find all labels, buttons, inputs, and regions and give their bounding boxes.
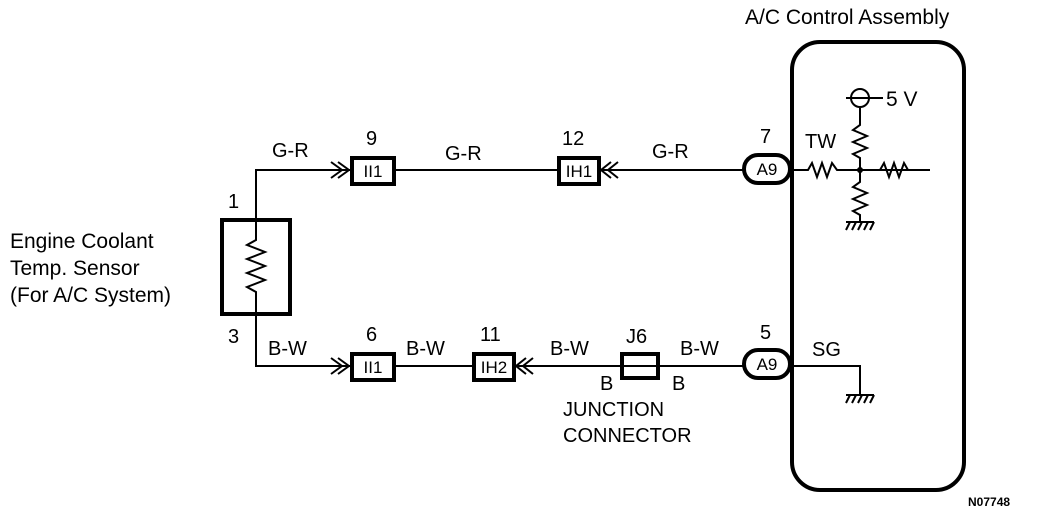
- tw-label: TW: [805, 131, 836, 153]
- supply-label: 5 V: [886, 88, 918, 111]
- junction-label-line1: JUNCTION: [563, 399, 664, 421]
- sg-label: SG: [812, 339, 841, 361]
- bottom-connector-1-pin: 6: [366, 324, 377, 346]
- bottom-wire-4-label: B-W: [680, 338, 719, 360]
- junction-right-terminal: B: [672, 373, 685, 395]
- top-wire-3-label: G-R: [652, 141, 689, 163]
- bottom-connector-3-label: A9: [757, 355, 778, 374]
- bottom-connector-3: [742, 348, 792, 380]
- top-connector-2-pin: 12: [562, 128, 584, 150]
- bottom-connector-3-pin: 5: [760, 322, 771, 344]
- top-connector-1-label: II1: [364, 162, 383, 181]
- bottom-wire-1: [255, 314, 350, 367]
- bottom-wire-1-label: B-W: [268, 338, 307, 360]
- sensor-pin-3: 3: [228, 326, 239, 348]
- junction-left-terminal: B: [600, 373, 613, 395]
- top-wire-1-label: G-R: [272, 140, 309, 162]
- tw-resistor-line: [790, 160, 910, 180]
- sensor-label-line1: Engine Coolant: [10, 230, 154, 253]
- figure-code: N07748: [968, 495, 1010, 509]
- ac-control-assembly-box: [790, 40, 966, 492]
- top-connector-3-label: A9: [757, 160, 778, 179]
- top-connector-3-pin: 7: [760, 126, 771, 148]
- sg-wire: [790, 365, 861, 395]
- top-connector-2: [557, 156, 601, 186]
- junction-label-line2: CONNECTOR: [563, 425, 692, 447]
- top-connector-1-pin: 9: [366, 128, 377, 150]
- top-connector-2-label: IH1: [566, 162, 592, 181]
- bottom-connector-2-label: IH2: [481, 358, 507, 377]
- bottom-connector-1-label: II1: [364, 358, 383, 377]
- top-wire-1: [255, 169, 350, 220]
- bottom-connector-2: [472, 352, 516, 382]
- bottom-connector-2-pin: 11: [480, 324, 501, 346]
- top-ground-hatch: [845, 221, 875, 231]
- bottom-arrow-1: [330, 357, 351, 375]
- pulldown-resistor: [850, 170, 870, 222]
- bottom-ground-hatch: [845, 394, 875, 404]
- pullup-resistor: [850, 108, 870, 170]
- ac-control-assembly-title: A/C Control Assembly: [745, 6, 950, 29]
- junction-id: J6: [626, 326, 647, 348]
- bottom-wire-3-label: B-W: [550, 338, 589, 360]
- sensor-label-line2: Temp. Sensor: [10, 257, 140, 280]
- top-wire-2-label: G-R: [445, 143, 482, 165]
- bottom-wire-2-label: B-W: [406, 338, 445, 360]
- side-resistor: [879, 160, 930, 180]
- sensor-pin-1: 1: [228, 191, 239, 213]
- sensor-resistor: [244, 220, 268, 314]
- sensor-label-line3: (For A/C System): [10, 284, 171, 307]
- top-arrow-1: [330, 161, 351, 179]
